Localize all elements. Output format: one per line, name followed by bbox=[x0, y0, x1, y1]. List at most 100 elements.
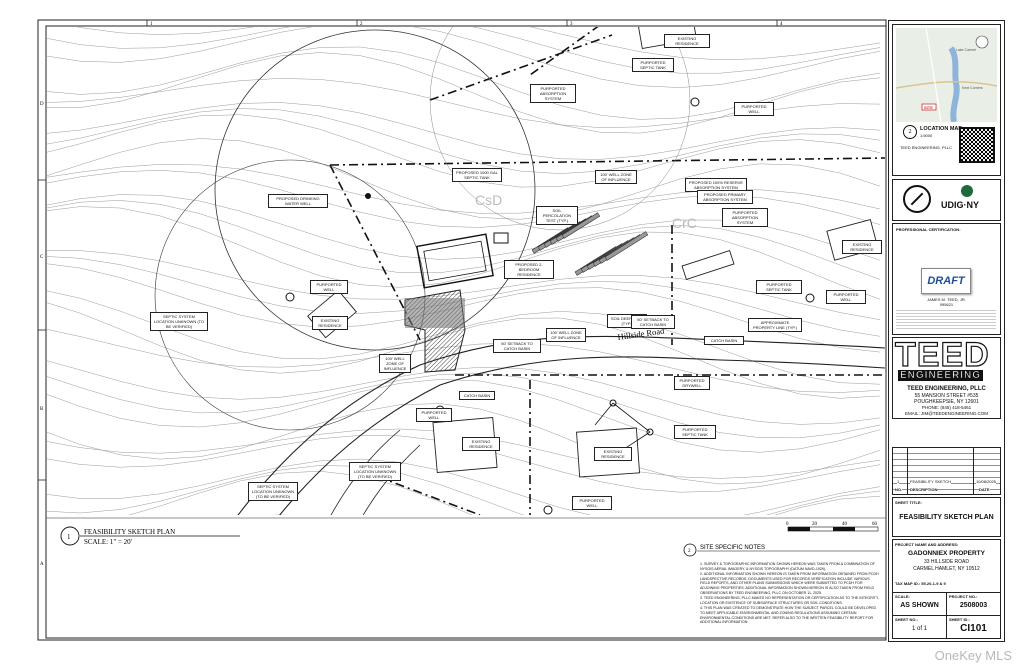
map-place: Kent Corners bbox=[962, 86, 983, 90]
grid-col-label: 1 bbox=[150, 22, 153, 27]
grid-col-label: 2 bbox=[360, 22, 363, 27]
callout-label: 50' SETBACK TO CATCH BASIN bbox=[631, 315, 675, 329]
revision-header-date: DATE bbox=[979, 487, 990, 492]
draft-stamp: DRAFT bbox=[921, 268, 971, 294]
sheet-no-panel: SHEET NO.: 1 of 1 SHEET ID.: CI101 bbox=[892, 615, 1001, 639]
callout-label: PURPORTED WELL bbox=[572, 496, 612, 510]
teed-logo-panel: TEED ENGINEERING TEED ENGINEERING, PLLC … bbox=[892, 337, 1001, 419]
sheet-title: FEASIBILITY SKETCH PLAN bbox=[899, 514, 994, 521]
project-no: 2508003 bbox=[959, 602, 988, 609]
callout-label: PURPORTED ABSORPTION SYSTEM bbox=[530, 84, 576, 103]
plan-frame bbox=[45, 25, 887, 639]
project-city: CARMEL HAMLET, NY 10512 bbox=[913, 566, 980, 572]
scale-panel: SCALE: AS SHOWN PROJECT NO.: 2508003 bbox=[892, 592, 1001, 616]
qr-code-icon bbox=[959, 127, 995, 163]
location-map: Lake Carmel Kent Corners SITE bbox=[896, 28, 997, 122]
soil-label: CsD bbox=[475, 192, 502, 208]
plan-title: FEASIBILITY SKETCH PLAN bbox=[84, 528, 175, 536]
callout-label: PROPOSED DRINKING WATER WELL bbox=[268, 194, 328, 208]
project-label: PROJECT NAME AND ADDRESS: bbox=[895, 542, 959, 547]
location-map-label: LOCATION MAP bbox=[920, 126, 963, 132]
plan-scale: SCALE: 1" = 20' bbox=[84, 538, 132, 546]
sheet-id: CI101 bbox=[960, 623, 987, 634]
revision-num: 1 bbox=[897, 479, 900, 484]
well-zone-circle bbox=[154, 159, 426, 431]
callout-label: PURPORTED WELL bbox=[416, 408, 452, 422]
notes-title: SITE SPECIFIC NOTES bbox=[700, 545, 765, 551]
plan-title-bubble bbox=[60, 526, 80, 546]
site-note-item: 2. ADDITIONAL INFORMATION SHOWN HEREON I… bbox=[700, 572, 879, 595]
callout-label: CATCH BASIN bbox=[704, 336, 744, 345]
callout-label: 50' SETBACK TO CATCH BASIN bbox=[493, 339, 541, 353]
plan-title-num: 1 bbox=[67, 533, 71, 541]
well-zone-circle bbox=[429, 27, 691, 231]
grid-col-label: 4 bbox=[780, 22, 783, 27]
callout-label: PURPORTED WELL bbox=[734, 102, 774, 116]
grid-ticks bbox=[38, 20, 778, 481]
notes-bubble bbox=[683, 543, 697, 557]
callout-label: SEPTIC SYSTEM LOCATION UNKNOWN (TO BE VE… bbox=[150, 312, 208, 331]
site-notes: 1. SURVEY & TOPOGRAPHIC INFORMATION SHOW… bbox=[700, 562, 880, 625]
company-name: TEED ENGINEERING, PLLC bbox=[907, 386, 986, 392]
location-map-graphic bbox=[896, 28, 997, 122]
engineer-number: 095621 bbox=[939, 302, 954, 307]
callout-label: PURPORTED WELL bbox=[310, 280, 348, 294]
watermark: OneKey MLS bbox=[934, 648, 1012, 663]
engineering-logo: ENGINEERING bbox=[898, 370, 984, 381]
callout-label: PURPORTED ABSORPTION SYSTEM bbox=[722, 208, 768, 227]
callout-label: PROPOSED 2-BEDROOM RESIDENCE bbox=[504, 260, 554, 279]
location-map-scale: 1:5000 bbox=[920, 133, 933, 138]
sheet-title-label: SHEET TITLE: bbox=[895, 500, 922, 505]
callout-label: PURPORTED SEPTIC TANK bbox=[632, 58, 674, 72]
well-zone-circle bbox=[214, 29, 536, 351]
udig-logo-icon bbox=[961, 185, 973, 197]
grid-row-label: D bbox=[40, 102, 44, 107]
callout-label: 100' WELL ZONE OF INFLUENCE bbox=[379, 354, 411, 373]
grid-col-label: 3 bbox=[570, 22, 573, 27]
grid-row-label: B bbox=[40, 407, 44, 412]
callout-label: SEPTIC SYSTEM LOCATION UNKNOWN (TO BE VE… bbox=[248, 482, 298, 501]
grid-row-label: C bbox=[40, 255, 44, 260]
site-note-item: 4. THIS PLAN WAS CREATED TO DEMONSTRATE … bbox=[700, 606, 877, 625]
map-site-label: SITE bbox=[924, 105, 933, 110]
tax-map: TAX MAP ID.: 55.20-1-9 & 9 bbox=[895, 581, 946, 586]
scale-bar bbox=[787, 526, 879, 532]
callout-label: 100' WELL ZONE OF INFLUENCE bbox=[546, 328, 586, 342]
site-plan-drawing: 1 2 3 4 D C B A bbox=[37, 19, 887, 641]
revision-header-desc: DESCRIPTION bbox=[910, 487, 938, 492]
project-panel: PROJECT NAME AND ADDRESS: GADONNIEX PROP… bbox=[892, 539, 1001, 593]
proposed-residence-shade bbox=[405, 298, 465, 328]
grid-row-label: A bbox=[40, 562, 44, 567]
callout-label: CATCH BASIN bbox=[459, 391, 495, 400]
site-note-item: 1. SURVEY & TOPOGRAPHIC INFORMATION SHOW… bbox=[700, 562, 875, 571]
udig-logo-label: UDIG·NY bbox=[941, 200, 979, 210]
sheet-title-panel: SHEET TITLE: FEASIBILITY SKETCH PLAN bbox=[892, 497, 1001, 537]
site-note-item: 3. TEED ENGINEERING, PLLC MAKES NO REPRE… bbox=[700, 596, 879, 605]
proposed-valve bbox=[493, 232, 509, 244]
north-arrow-icon bbox=[903, 185, 931, 213]
callout-label: EXISTING RESIDENCE bbox=[594, 447, 632, 461]
project-name: GADONNIEX PROPERTY bbox=[908, 550, 985, 557]
proposed-septic-tank bbox=[416, 233, 494, 289]
callout-label: 100' WELL ZONE OF INFLUENCE bbox=[595, 170, 637, 184]
scale-tick: 60 bbox=[872, 522, 878, 527]
scale-label: SCALE: bbox=[895, 594, 910, 599]
callout-label: EXISTING RESIDENCE bbox=[664, 34, 710, 48]
company-phone: PHONE: (845) 418-5461 bbox=[921, 405, 972, 410]
callout-label: EXISTING RESIDENCE bbox=[312, 316, 348, 330]
sheet-id-label: SHEET ID.: bbox=[949, 617, 970, 622]
revision-desc: FEASIBILITY SKETCH bbox=[910, 479, 952, 484]
location-map-bubble: 2 bbox=[903, 125, 917, 139]
scale-tick: 40 bbox=[842, 522, 848, 527]
scale-tick: 0 bbox=[786, 522, 789, 527]
revision-date: 10/08/2025 bbox=[976, 479, 997, 484]
callout-label: PURPORTED WELL bbox=[826, 290, 866, 304]
callout-label: PURPORTED SEPTIC TANK bbox=[756, 280, 802, 294]
absorption-trenches bbox=[531, 212, 649, 276]
scale-tick: 20 bbox=[812, 522, 818, 527]
certification-panel: PROFESSIONAL CERTIFICATION: DRAFT JAMES … bbox=[892, 223, 1001, 335]
project-no-label: PROJECT NO.: bbox=[949, 594, 978, 599]
callout-label: PROPOSED 1000 GAL SEPTIC TANK bbox=[452, 168, 502, 182]
cert-fine-print bbox=[896, 310, 996, 330]
